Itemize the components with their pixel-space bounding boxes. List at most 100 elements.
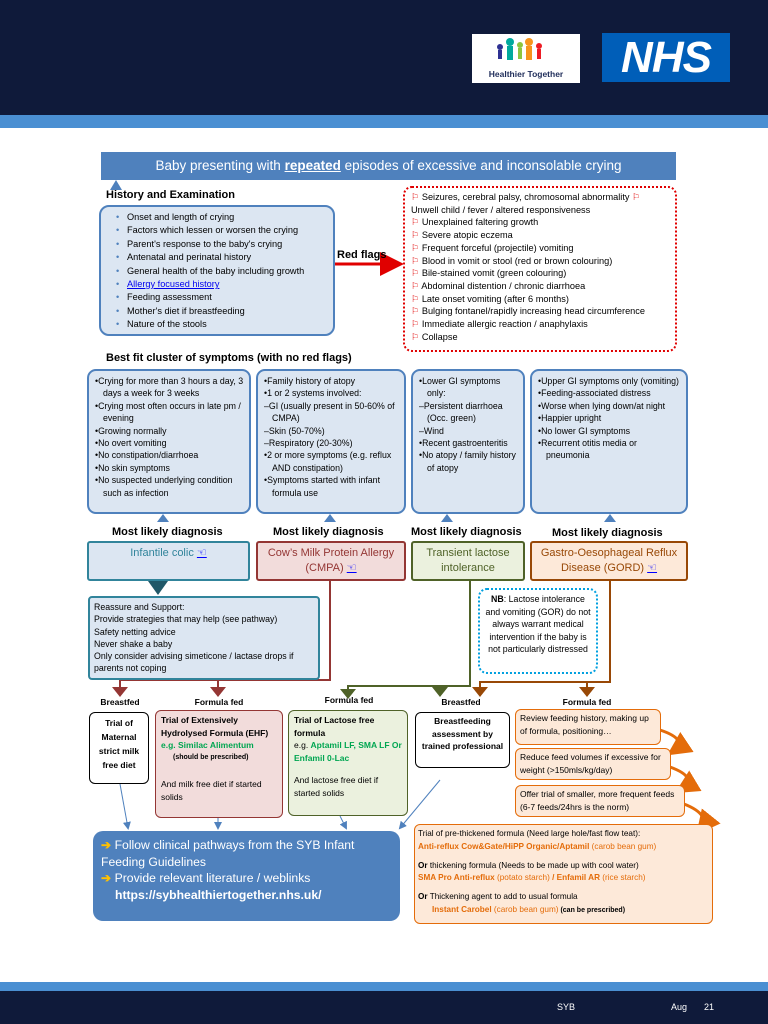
dx-gord-text: Gastro-Oesophageal Reflux Disease (GORD) bbox=[540, 547, 678, 574]
thick-line: SMA Pro Anti-reflux (potato starch) / En… bbox=[418, 873, 646, 883]
arrow-icon: ➔ bbox=[101, 871, 112, 885]
breastfed-label: Breastfed bbox=[100, 697, 140, 707]
flag-icon: ⚐ bbox=[411, 280, 420, 291]
dx-infantile-colic[interactable]: Infantile colic ☜ bbox=[87, 541, 250, 581]
symptom-item: •Upper GI symptoms only (vomiting) bbox=[538, 376, 679, 386]
red-flag-item: ⚐ Unexplained faltering growth bbox=[411, 217, 539, 228]
gord-step-2: Reduce feed volumes if excessive for wei… bbox=[515, 748, 671, 780]
red-flag-item: ⚐ Frequent forceful (projectile) vomitin… bbox=[411, 242, 574, 253]
symptom-item: –Wind bbox=[419, 425, 444, 436]
symptom-item: •Growing normally bbox=[95, 425, 167, 436]
formula-fed-label: Formula fed bbox=[194, 697, 244, 707]
symptom-item: •No overt vomiting bbox=[95, 438, 167, 449]
nhs-logo: NHS bbox=[602, 33, 730, 82]
red-flag-item: ⚐ Bulging fontanel/rapidly increasing he… bbox=[411, 306, 645, 317]
symptom-item: •Feeding-associated distress bbox=[538, 388, 651, 399]
lf-example-line: e.g. Aptamil LF, SMA LF Or Enfamil 0-Lac bbox=[294, 739, 402, 764]
symptom-item: •Happier upright bbox=[538, 413, 602, 424]
breastfed-label: Breastfed bbox=[441, 697, 481, 707]
footer-org: SYB bbox=[557, 1002, 576, 1012]
guideline-text: Provide relevant literature / weblinks bbox=[114, 871, 311, 885]
dx-colic-text: Infantile colic bbox=[130, 547, 194, 559]
flag-icon: ⚐ bbox=[411, 268, 420, 279]
history-item: General health of the baby including gro… bbox=[116, 265, 329, 279]
flag-icon: ⚐ bbox=[411, 306, 420, 317]
arrow-icon: ➔ bbox=[101, 838, 112, 852]
flag-icon: ⚐ bbox=[411, 192, 420, 202]
red-flag-item: ⚐ Bile-stained vomit (green colouring) bbox=[411, 268, 567, 279]
dx-lactose-text: Transient lactose intolerance bbox=[426, 547, 510, 574]
ehf-box: Trial of Extensively Hydrolysed Formula … bbox=[155, 710, 283, 818]
guideline-line-2: ➔ Provide relevant literature / weblinks bbox=[101, 870, 392, 887]
thick-line: Or Thickening agent to add to usual form… bbox=[418, 892, 578, 902]
symptom-item: •No skin symptoms bbox=[95, 462, 170, 473]
most-likely-diagnosis-label: Most likely diagnosis bbox=[411, 526, 522, 538]
thick-line: Trial of pre-thickened formula (Need lar… bbox=[418, 829, 641, 838]
symptom-item: •2 or more symptoms (e.g. reflux AND con… bbox=[264, 450, 392, 473]
formula-fed-label: Formula fed bbox=[562, 697, 612, 707]
history-item: Parent's response to the baby's crying bbox=[116, 238, 329, 252]
hand-icon[interactable]: ☜ bbox=[346, 562, 357, 574]
title-pre: Baby presenting with bbox=[155, 158, 285, 173]
symptom-item: •Worse when lying down/at night bbox=[538, 400, 666, 411]
thick-line: Or thickening formula (Needs to be made … bbox=[418, 860, 639, 870]
symptom-item: •No suspected underlying condition such … bbox=[95, 475, 233, 498]
flag-icon: ⚐ bbox=[411, 217, 420, 228]
symptom-item: –Skin (50-70%) bbox=[264, 425, 325, 436]
reassure-line: Provide strategies that may help (see pa… bbox=[94, 614, 278, 625]
red-flag-item: ⚐ Severe atopic eczema bbox=[411, 230, 513, 241]
symptom-item: –Respiratory (20-30%) bbox=[264, 438, 353, 449]
guidelines-box: ➔ Follow clinical pathways from the SYB … bbox=[93, 831, 400, 921]
red-flag-item: ⚐ Collapse bbox=[411, 331, 458, 342]
healthier-together-text: Healthier Together bbox=[488, 69, 564, 79]
red-flag-item: Unwell child / fever / altered responsiv… bbox=[411, 204, 591, 215]
family-icon bbox=[497, 38, 542, 60]
reassure-line: Never shake a baby bbox=[94, 638, 173, 649]
dx-cmpa[interactable]: Cow’s Milk Protein Allergy (CMPA) ☜ bbox=[256, 541, 406, 581]
footer-bar: SYB Aug 21 bbox=[0, 991, 768, 1024]
healthier-together-logo: Healthier Together bbox=[472, 34, 580, 83]
lactose-free-box: Trial of Lactose free formula e.g. Aptam… bbox=[288, 710, 408, 816]
thick-line: Instant Carobel (carob bean gum) (can be… bbox=[432, 904, 626, 914]
history-box: Onset and length of crying Factors which… bbox=[99, 205, 335, 336]
flag-icon: ⚐ bbox=[411, 331, 420, 342]
dx-lactose[interactable]: Transient lactose intolerance bbox=[411, 541, 525, 581]
flag-icon: ⚐ bbox=[411, 230, 420, 241]
thick-line: Anti-reflux Cow&Gate/HiPP Organic/Aptami… bbox=[418, 841, 657, 851]
footer-page: 21 bbox=[704, 1002, 715, 1012]
cluster-heading: Best fit cluster of symptoms (with no re… bbox=[106, 352, 352, 364]
gord-step-1: Review feeding history, making up of for… bbox=[515, 709, 661, 745]
cluster-colic: •Crying for more than 3 hours a day, 3 d… bbox=[87, 369, 251, 514]
red-flag-item: ⚐ Late onset vomiting (after 6 months) bbox=[411, 293, 569, 304]
red-flags-box: ⚐ Seizures, cerebral palsy, chromosomal … bbox=[403, 186, 677, 352]
history-list: Onset and length of crying Factors which… bbox=[105, 211, 329, 332]
history-item: Antenatal and perinatal history bbox=[116, 251, 329, 265]
formula-fed-label: Formula fed bbox=[324, 695, 374, 705]
history-item: Onset and length of crying bbox=[116, 211, 329, 225]
hand-icon[interactable]: ☜ bbox=[196, 547, 207, 559]
hand-icon[interactable]: ☜ bbox=[647, 562, 658, 574]
reassure-line: Reassure and Support: bbox=[94, 602, 185, 612]
flag-icon: ⚐ bbox=[411, 319, 420, 330]
symptom-item: •Family history of atopy bbox=[264, 376, 356, 386]
cluster-gord: •Upper GI symptoms only (vomiting) •Feed… bbox=[530, 369, 688, 514]
ehf-note: (should be prescribed) bbox=[173, 753, 249, 761]
dx-cmpa-text: Cow’s Milk Protein Allergy (CMPA) bbox=[267, 547, 395, 574]
symptom-item: •Recent gastroenteritis bbox=[419, 438, 508, 449]
title-pointer bbox=[110, 180, 122, 190]
ehf-example: e.g. Similac Alimentum bbox=[161, 740, 254, 751]
flag-icon: ⚐ bbox=[411, 242, 420, 253]
symptom-item: –Persistent diarrhoea (Occ. green) bbox=[419, 400, 503, 424]
dx-gord[interactable]: Gastro-Oesophageal Reflux Disease (GORD)… bbox=[530, 541, 688, 581]
flag-icon: ⚐ bbox=[632, 192, 641, 202]
thickener-box: Trial of pre-thickened formula (Need lar… bbox=[414, 824, 713, 924]
flag-icon: ⚐ bbox=[411, 255, 420, 266]
website-link[interactable]: https://sybhealthiertogether.nhs.uk/ bbox=[115, 887, 322, 902]
history-item: Factors which lessen or worsen the cryin… bbox=[116, 224, 329, 238]
most-likely-diagnosis-label: Most likely diagnosis bbox=[112, 526, 223, 538]
header-stripe bbox=[0, 115, 768, 128]
symptom-item: •1 or 2 systems involved: bbox=[264, 388, 362, 399]
red-flag-item: ⚐ Immediate allergic reaction / anaphyla… bbox=[411, 319, 588, 330]
allergy-history-link[interactable]: Allergy focused history bbox=[116, 278, 329, 292]
guideline-text: Follow clinical pathways from the SYB In… bbox=[101, 838, 355, 869]
